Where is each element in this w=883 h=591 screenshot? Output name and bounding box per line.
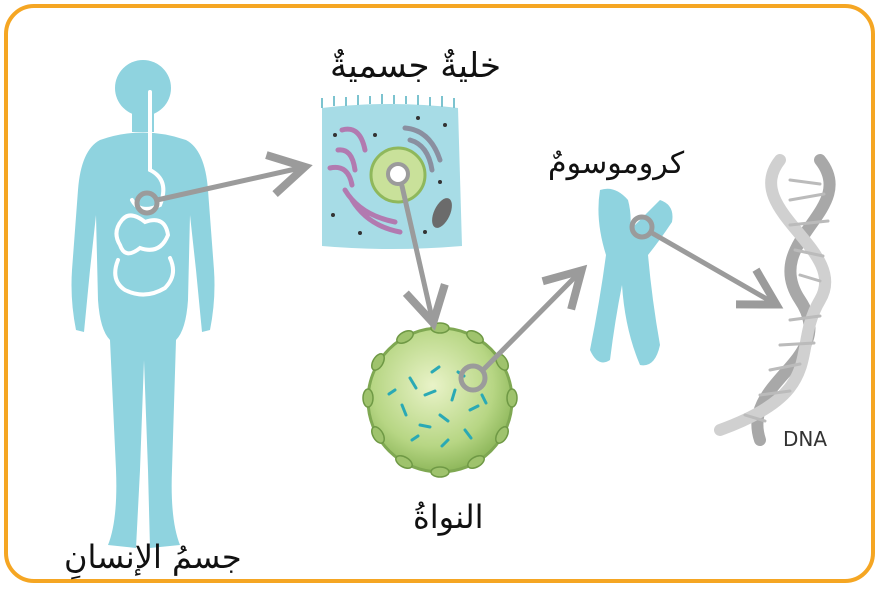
cell-nucleus-marker — [388, 164, 408, 184]
label-nucleus: النواةُ — [413, 498, 483, 536]
label-chromosome: كروموسومٌ — [548, 146, 684, 181]
nucleus-illustration — [363, 323, 517, 477]
label-human-body: جسمُ الإنسانِ — [64, 538, 242, 576]
dna-helix — [720, 160, 830, 440]
arrow-chromosome-to-dna — [652, 233, 772, 302]
chromosome-figure — [590, 189, 673, 366]
label-somatic-cell: خليةٌ جسميةٌ — [330, 46, 501, 86]
arrow-nucleus-to-chromosome — [483, 274, 578, 370]
human-body-figure — [72, 60, 215, 548]
cell-illustration — [322, 94, 462, 249]
label-dna: DNA — [783, 427, 827, 451]
